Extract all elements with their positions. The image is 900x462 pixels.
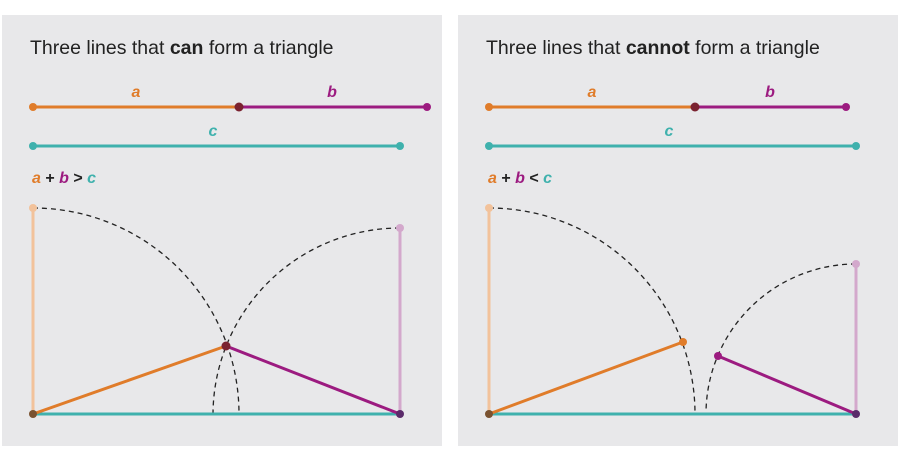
vertex-right [852,410,860,418]
panel-can-form: Three lines that can form a triangle a b… [2,15,442,446]
segment-c-label: c [208,123,218,140]
vertex-apex [221,341,231,351]
side-b [717,354,857,416]
arc-b [212,227,401,415]
panel-cannot-form: Three lines that cannot form a triangle … [458,15,898,446]
endpoint-b-end [842,103,850,111]
arc-a [488,207,696,415]
arc-b [705,263,857,415]
endpoint-a-faded [29,204,37,212]
vertex-right [396,410,404,418]
endpoint-c-start [29,142,37,150]
endpoint-a-start [29,103,37,111]
triangle-diagram [29,102,431,418]
side-a [32,344,227,416]
endpoint-a-start [485,103,493,111]
joint-ab [234,102,244,112]
side-b [225,344,401,416]
endpoint-b-end [423,103,431,111]
inequality-label: a + b > c [32,170,97,187]
endpoint-a-tip [679,338,687,346]
endpoint-b-faded [396,224,404,232]
vertex-left [29,410,37,418]
panel-title: Three lines that can form a triangle [30,37,334,59]
endpoint-b-tip [714,352,722,360]
endpoint-c-end [852,142,860,150]
side-a [488,340,684,416]
segment-c-label: c [664,123,674,140]
joint-ab [690,102,700,112]
segment-a-label: a [587,84,597,101]
endpoint-c-start [485,142,493,150]
endpoint-c-end [396,142,404,150]
segment-a-label: a [131,84,141,101]
panel-title: Three lines that cannot form a triangle [486,37,820,59]
triangle-diagram [485,102,860,418]
segment-b-label: b [327,84,337,101]
arc-a [32,207,240,415]
endpoint-b-faded [852,260,860,268]
vertex-left [485,410,493,418]
segment-b-label: b [765,84,775,101]
inequality-label: a + b < c [488,170,553,187]
endpoint-a-faded [485,204,493,212]
